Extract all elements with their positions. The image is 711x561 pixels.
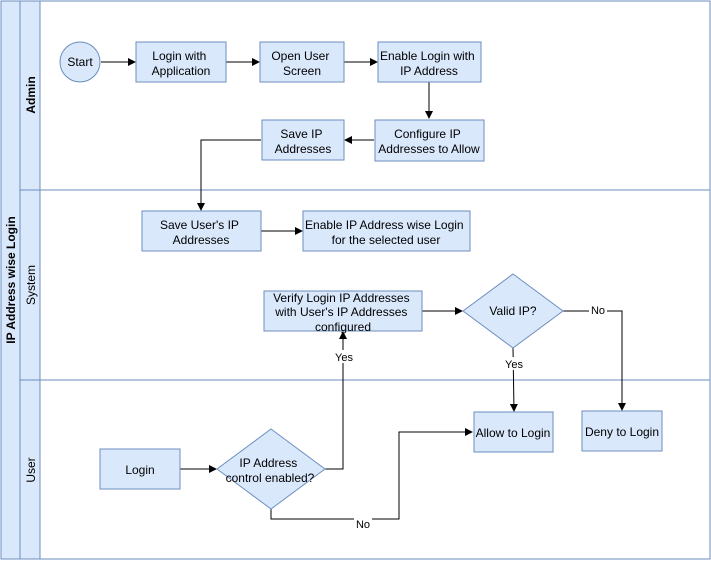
lane-system-label: System [24, 265, 38, 305]
node-login-label: Login [125, 463, 154, 477]
edge-label-valid-no: No [591, 305, 605, 317]
node-allow-to-login[interactable]: Allow to Login [473, 411, 554, 453]
node-start[interactable]: Start [59, 41, 101, 83]
node-open-user-screen[interactable]: Open User Screen [259, 41, 345, 83]
node-enable-ip-address-wise-login-label: Enable IP Address wise Login for the sel… [305, 218, 467, 247]
lane-user-label: User [24, 457, 38, 482]
lane-user-header [19, 379, 41, 560]
node-verify-login-ip-label: Verify Login IP Addresses with User's IP… [273, 291, 413, 334]
lane-admin: Admin [19, 0, 711, 191]
node-start-label: Start [67, 55, 93, 69]
edge-control-yes [325, 331, 347, 470]
node-login[interactable]: Login [99, 448, 181, 490]
node-save-users-ip-addresses-label: Save User's IP Addresses [160, 218, 242, 247]
node-enable-login-with-ip[interactable]: Enable Login with IP Address [377, 41, 482, 83]
node-deny-to-login[interactable]: Deny to Login [581, 410, 663, 452]
edge-label-valid-yes: Yes [505, 359, 523, 371]
edge-control-no [270, 428, 473, 520]
node-verify-login-ip[interactable]: Verify Login IP Addresses with User's IP… [263, 290, 423, 334]
lane-admin-label: Admin [24, 76, 38, 113]
node-login-with-application-label: Login with Application [152, 49, 211, 78]
node-valid-ip-decision-label: Valid IP? [489, 304, 536, 318]
edge-label-control-no: No [356, 519, 370, 531]
edge-valid-no [562, 310, 626, 411]
node-allow-to-login-label: Allow to Login [476, 426, 551, 440]
edge-label-control-yes: Yes [335, 352, 353, 364]
node-open-user-screen-label: Open User Screen [271, 49, 332, 78]
node-ip-control-decision[interactable]: IP Address control enabled? [216, 428, 326, 510]
pool-title: IP Address wise Login [4, 216, 18, 343]
node-save-ip-addresses-label: Save IP Addresses [275, 127, 332, 156]
node-save-users-ip-addresses[interactable]: Save User's IP Addresses [141, 210, 262, 252]
edges [101, 58, 626, 520]
node-configure-ip-addresses[interactable]: Configure IP Addresses to Allow [374, 119, 485, 162]
node-valid-ip-decision[interactable]: Valid IP? [462, 273, 564, 349]
node-login-with-application[interactable]: Login with Application [135, 41, 227, 83]
node-configure-ip-addresses-label: Configure IP Addresses to Allow [378, 127, 480, 156]
node-enable-ip-address-wise-login[interactable]: Enable IP Address wise Login for the sel… [302, 210, 471, 252]
node-save-ip-addresses[interactable]: Save IP Addresses [261, 119, 345, 161]
node-enable-login-with-ip-label: Enable Login with IP Address [380, 49, 478, 78]
node-ip-control-decision-label: IP Address control enabled? [226, 456, 315, 485]
edge-labels: No Yes Yes No [333, 304, 607, 531]
node-deny-to-login-label: Deny to Login [585, 425, 659, 439]
edge-save-saveuser [197, 139, 261, 211]
